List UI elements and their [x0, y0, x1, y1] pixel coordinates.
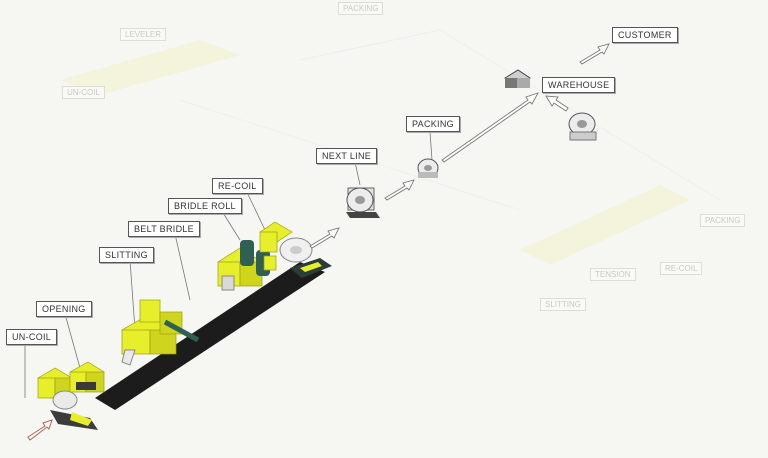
label-recoil: RE-COIL [212, 178, 263, 194]
warehouse-stack-icon [504, 69, 531, 88]
label-guide-lines [24, 131, 433, 398]
recoil-machine-icon [259, 221, 332, 278]
ghost-label-slitting: SLITTING [540, 298, 587, 311]
ghost-label-tension: TENSION [590, 268, 636, 281]
ghost-label-packing-top: PACKING [338, 2, 384, 15]
ghost-label-recoil: RE-COIL [660, 262, 703, 275]
bridle-roll-machine-icon [240, 240, 277, 276]
label-warehouse: WAREHOUSE [542, 77, 616, 93]
input-arrow-icon [27, 419, 53, 441]
arrow-packing-to-warehouse-icon [441, 92, 539, 163]
flow-arrows [309, 43, 610, 249]
label-customer: CUSTOMER [612, 27, 678, 43]
arrow-return-to-warehouse-icon [545, 95, 569, 112]
ghost-label-leveler: LEVELER [120, 28, 167, 41]
next-line-coil-icon [346, 187, 380, 218]
label-bridle-roll: BRIDLE ROLL [168, 198, 242, 214]
ghost-label-packing-right: PACKING [700, 214, 746, 227]
opening-machine-icon [69, 361, 105, 393]
label-slitting: SLITTING [99, 247, 154, 263]
label-packing: PACKING [406, 116, 460, 132]
steel-strip [95, 262, 325, 410]
arrow-recoil-to-nextline-icon [309, 227, 340, 249]
packing-coil-icon [417, 158, 439, 178]
uncoil-machine-icon [37, 367, 98, 430]
label-next-line: NEXT LINE [316, 148, 378, 164]
label-belt-bridle: BELT BRIDLE [128, 221, 200, 237]
ghost-label-uncoil: UN-COIL [62, 86, 105, 99]
label-opening: OPENING [36, 301, 92, 317]
warehouse-coil-icon [568, 112, 597, 141]
arrow-warehouse-to-customer-icon [579, 43, 610, 65]
slitting-machine-icon [121, 299, 200, 366]
arrow-nextline-to-packing-icon [384, 179, 415, 201]
label-uncoil: UN-COIL [6, 329, 58, 345]
